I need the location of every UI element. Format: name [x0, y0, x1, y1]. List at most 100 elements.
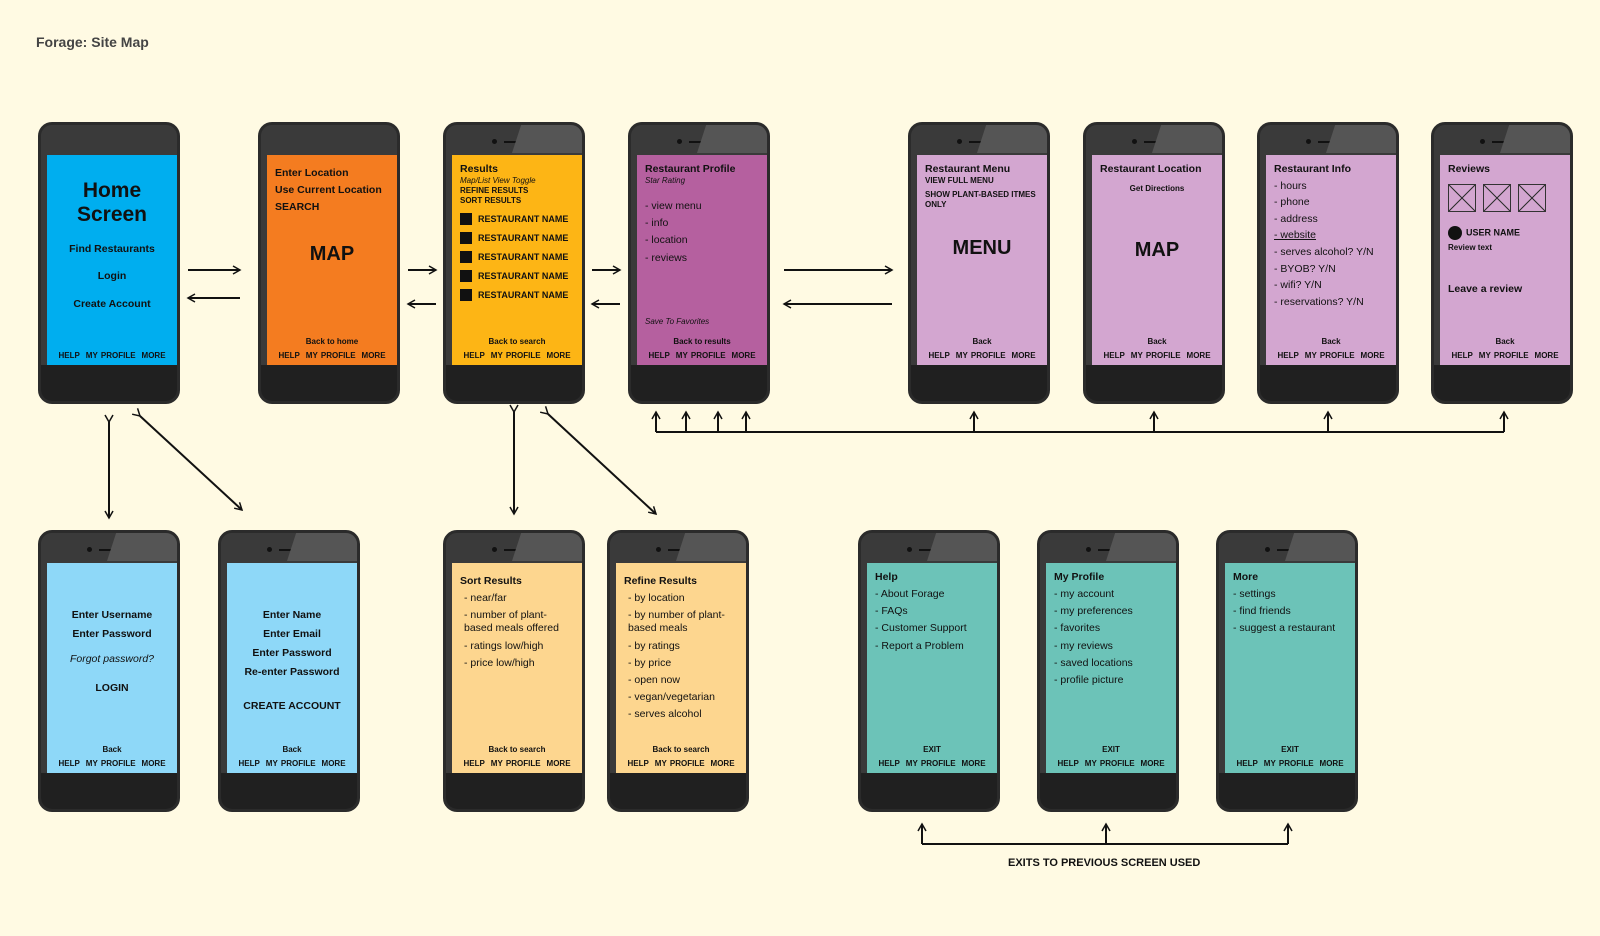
plant-based-toggle[interactable]: SHOW PLANT-BASED ITMES ONLY: [925, 190, 1036, 210]
help-option[interactable]: - About Forage: [875, 588, 945, 601]
get-directions-link[interactable]: Get Directions: [1129, 184, 1185, 194]
refine-option[interactable]: - serves alcohol: [628, 708, 702, 720]
back-button[interactable]: Back: [102, 745, 122, 754]
back-button[interactable]: Back to results: [673, 337, 731, 346]
refine-option[interactable]: - vegan/vegetarian: [628, 690, 715, 703]
more-link[interactable]: MORE: [1360, 351, 1385, 361]
create-account-button[interactable]: CREATE ACCOUNT: [243, 699, 341, 712]
sort-option[interactable]: - ratings low/high: [464, 639, 544, 652]
help-link[interactable]: HELP: [278, 351, 300, 360]
more-link[interactable]: MORE: [961, 759, 986, 768]
help-link[interactable]: HELP: [648, 351, 670, 360]
help-link[interactable]: HELP: [878, 759, 900, 768]
profile-option[interactable]: - my account: [1054, 588, 1115, 601]
list-item[interactable]: RESTAURANT NAME: [460, 232, 574, 245]
more-link[interactable]: MORE: [361, 351, 386, 360]
back-button[interactable]: Back: [1321, 337, 1341, 347]
exit-button[interactable]: EXIT: [923, 745, 941, 754]
more-link[interactable]: MORE: [546, 351, 571, 360]
more-link[interactable]: MORE: [1319, 759, 1344, 768]
more-link[interactable]: MORE: [546, 759, 571, 768]
help-link[interactable]: HELP: [58, 759, 80, 768]
my-profile-link[interactable]: MY PROFILE: [85, 351, 136, 360]
refine-option[interactable]: - by price: [628, 656, 672, 669]
my-profile-link[interactable]: MY PROFILE: [1263, 759, 1314, 768]
refine-option[interactable]: - by ratings: [628, 639, 680, 652]
back-button[interactable]: Back: [972, 337, 992, 346]
sort-results-link[interactable]: SORT RESULTS: [460, 196, 522, 206]
name-field[interactable]: Enter Name: [262, 609, 322, 621]
more-link[interactable]: MORE: [141, 351, 166, 360]
my-profile-link[interactable]: MY PROFILE: [1130, 351, 1181, 360]
view-toggle[interactable]: Map/List View Toggle: [460, 176, 536, 186]
help-link[interactable]: HELP: [58, 351, 80, 360]
leave-review-button[interactable]: Leave a review: [1448, 283, 1523, 296]
profile-option[interactable]: - profile picture: [1054, 673, 1124, 686]
refine-option[interactable]: - by location: [628, 592, 685, 605]
my-profile-link[interactable]: MY PROFILE: [305, 351, 356, 360]
sort-option[interactable]: - price low/high: [464, 656, 535, 669]
profile-option[interactable]: - saved locations: [1054, 656, 1133, 669]
back-button[interactable]: Back to home: [305, 337, 359, 346]
help-link[interactable]: HELP: [1103, 351, 1125, 360]
view-full-menu-link[interactable]: VIEW FULL MENU: [925, 176, 994, 186]
my-profile-link[interactable]: MY PROFILE: [1478, 351, 1529, 360]
info-website-link[interactable]: - website: [1274, 229, 1317, 242]
login-link[interactable]: Login: [97, 270, 127, 283]
my-profile-link[interactable]: MY PROFILE: [955, 351, 1006, 360]
back-button[interactable]: Back to search: [488, 745, 546, 754]
map-placeholder[interactable]: MAP: [309, 243, 355, 266]
reviews-link[interactable]: - reviews: [645, 251, 688, 264]
more-option[interactable]: - settings: [1233, 588, 1276, 601]
my-profile-link[interactable]: MY PROFILE: [490, 351, 541, 360]
back-button[interactable]: Back: [282, 745, 302, 754]
help-link[interactable]: HELP: [627, 759, 649, 768]
help-link[interactable]: HELP: [238, 759, 260, 768]
help-link[interactable]: HELP: [463, 759, 485, 768]
my-profile-link[interactable]: MY PROFILE: [85, 759, 136, 768]
back-button[interactable]: Back to search: [488, 337, 546, 346]
help-link[interactable]: HELP: [1057, 759, 1079, 768]
forgot-password-link[interactable]: Forgot password?: [69, 653, 155, 666]
more-link[interactable]: MORE: [141, 759, 166, 768]
list-item[interactable]: RESTAURANT NAME: [460, 270, 574, 283]
sort-option[interactable]: - near/far: [464, 592, 507, 605]
search-button[interactable]: SEARCH: [275, 201, 320, 214]
info-phone[interactable]: - phone: [1274, 196, 1310, 209]
list-item[interactable]: RESTAURANT NAME: [460, 213, 574, 226]
more-link[interactable]: MORE: [1186, 351, 1211, 360]
exit-button[interactable]: EXIT: [1281, 745, 1299, 754]
my-profile-link[interactable]: MY PROFILE: [905, 759, 956, 768]
help-option[interactable]: - Customer Support: [875, 622, 967, 635]
back-button[interactable]: Back: [1495, 337, 1515, 346]
back-button[interactable]: Back: [1147, 337, 1167, 346]
profile-option[interactable]: - favorites: [1054, 622, 1101, 635]
refine-option[interactable]: - by number of plant-based meals: [628, 609, 725, 635]
enter-location-field[interactable]: Enter Location: [275, 167, 349, 179]
password-field[interactable]: Enter Password: [72, 628, 152, 641]
my-profile-link[interactable]: MY PROFILE: [654, 759, 705, 768]
location-link[interactable]: - location: [645, 234, 688, 247]
login-button[interactable]: LOGIN: [95, 682, 129, 695]
view-menu-link[interactable]: - view menu: [645, 200, 702, 213]
my-profile-link[interactable]: MY PROFILE: [1084, 759, 1135, 768]
my-profile-link[interactable]: MY PROFILE: [265, 759, 316, 768]
find-restaurants-link[interactable]: Find Restaurants: [69, 243, 155, 256]
help-link[interactable]: HELP: [463, 351, 485, 360]
more-link[interactable]: MORE: [321, 759, 346, 768]
profile-option[interactable]: - my reviews: [1054, 639, 1113, 652]
more-link[interactable]: MORE: [1534, 351, 1559, 360]
use-current-location-button[interactable]: Use Current Location: [275, 184, 382, 197]
help-option[interactable]: - FAQs: [875, 605, 908, 618]
my-profile-link[interactable]: MY PROFILE: [1304, 351, 1355, 361]
my-profile-link[interactable]: MY PROFILE: [675, 351, 726, 360]
my-profile-link[interactable]: MY PROFILE: [490, 759, 541, 768]
list-item[interactable]: RESTAURANT NAME: [460, 289, 574, 302]
map-placeholder[interactable]: MAP: [1134, 239, 1180, 262]
more-option[interactable]: - suggest a restaurant: [1233, 622, 1336, 635]
more-link[interactable]: MORE: [1011, 351, 1036, 360]
email-field[interactable]: Enter Email: [263, 628, 321, 641]
refine-option[interactable]: - open now: [628, 673, 680, 686]
help-option[interactable]: - Report a Problem: [875, 639, 964, 652]
help-link[interactable]: HELP: [1236, 759, 1258, 768]
